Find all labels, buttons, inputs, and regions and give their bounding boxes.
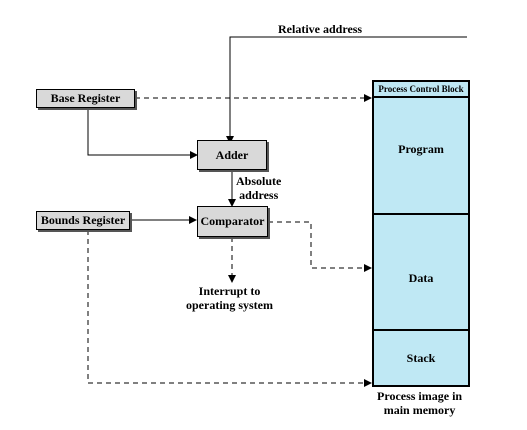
relative-address-wire xyxy=(226,36,467,144)
base-to-adder-wire xyxy=(87,108,198,159)
data-label: Data xyxy=(408,271,434,285)
adder-box: Adder xyxy=(197,140,267,170)
comparator-to-data-wire xyxy=(268,221,372,272)
data-segment: Data xyxy=(372,215,470,331)
stack-segment: Stack xyxy=(372,331,470,387)
process-image-label: Process image in main memory xyxy=(377,389,463,417)
stack-label: Stack xyxy=(406,351,436,365)
absolute-address-label: Absolute address xyxy=(236,174,282,202)
bounds-register-box: Bounds Register xyxy=(36,211,130,230)
base-register-box: Base Register xyxy=(36,89,135,108)
pcb-segment: Process Control Block xyxy=(372,80,470,98)
relative-address-label: Relative address xyxy=(278,22,363,36)
program-segment: Program xyxy=(372,98,470,215)
comparator-box: Comparator xyxy=(197,206,268,237)
bounds-to-stack-wire xyxy=(87,230,372,387)
program-label: Program xyxy=(398,142,444,156)
interrupt-label: Interrupt to operating system xyxy=(186,284,273,312)
